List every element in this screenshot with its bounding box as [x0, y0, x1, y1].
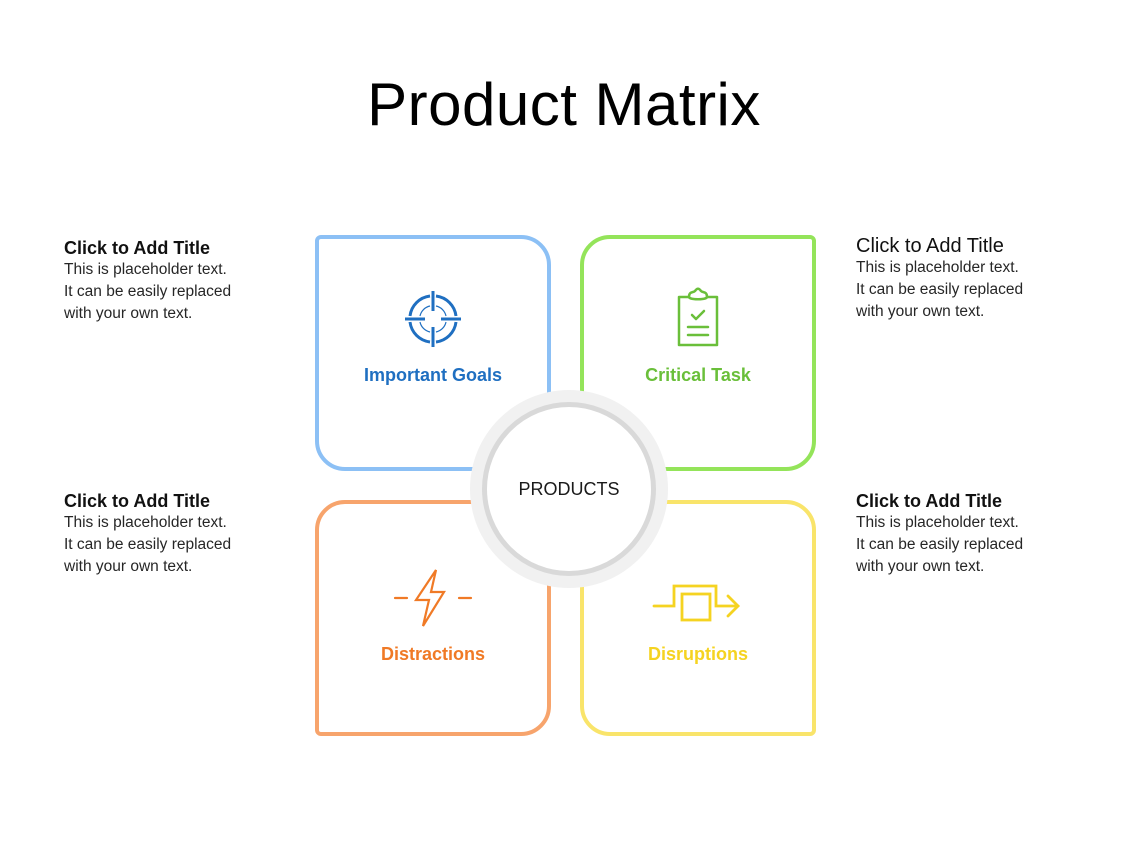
text-block-title: Click to Add Title	[64, 238, 211, 258]
quadrant-label: Critical Task	[645, 365, 751, 385]
quadrant-label: Disruptions	[647, 644, 748, 664]
center-circle: PRODUCTS	[470, 390, 668, 588]
text-block-body: This is placeholder text. It can be easi…	[856, 259, 1024, 320]
lightning-icon	[393, 569, 473, 627]
text-block-title: Click to Add Title	[64, 491, 211, 511]
text-block-bottom-right[interactable]: Click to Add Title This is placeholder t…	[856, 490, 1056, 578]
center-label: PRODUCTS	[482, 402, 656, 576]
text-block-body: This is placeholder text. It can be easi…	[856, 514, 1024, 575]
text-block-body: This is placeholder text. It can be easi…	[64, 514, 232, 575]
text-block-bottom-left[interactable]: Click to Add Title This is placeholder t…	[64, 490, 264, 578]
text-block-title: Click to Add Title	[856, 235, 1004, 257]
quadrant-label: Important Goals	[363, 365, 502, 385]
text-block-top-right[interactable]: Click to Add Title This is placeholder t…	[856, 235, 1056, 323]
text-block-body: This is placeholder text. It can be easi…	[64, 261, 232, 322]
quadrant-important-goals: Important Goals	[315, 235, 551, 471]
process-arrow-icon	[652, 584, 740, 622]
clipboard-check-icon	[677, 287, 719, 347]
slide-title: Product Matrix	[367, 71, 761, 138]
text-block-title: Click to Add Title	[856, 491, 1003, 511]
quadrant-label: Distractions	[380, 644, 486, 664]
text-block-top-left[interactable]: Click to Add Title This is placeholder t…	[64, 237, 264, 325]
target-icon	[405, 291, 461, 347]
